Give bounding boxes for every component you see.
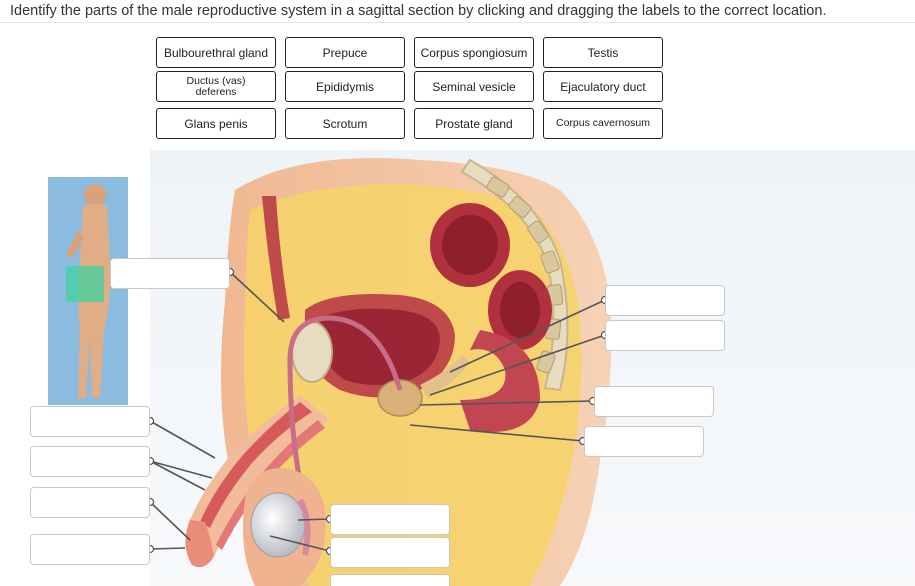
drop-target-8[interactable] xyxy=(330,574,450,586)
drop-target-12[interactable] xyxy=(584,426,704,457)
drop-target-6[interactable] xyxy=(330,504,450,535)
drop-target-10[interactable] xyxy=(605,320,725,351)
drop-target-9[interactable] xyxy=(605,285,725,316)
drop-target-3[interactable] xyxy=(30,446,150,477)
drop-target-11[interactable] xyxy=(594,386,714,417)
drop-target-5[interactable] xyxy=(30,534,150,565)
full-body-figure xyxy=(48,177,128,405)
drop-target-1[interactable] xyxy=(110,258,230,289)
drop-target-2[interactable] xyxy=(30,406,150,437)
drop-target-7[interactable] xyxy=(330,537,450,568)
testis-shape xyxy=(251,493,305,557)
drop-target-4[interactable] xyxy=(30,487,150,518)
